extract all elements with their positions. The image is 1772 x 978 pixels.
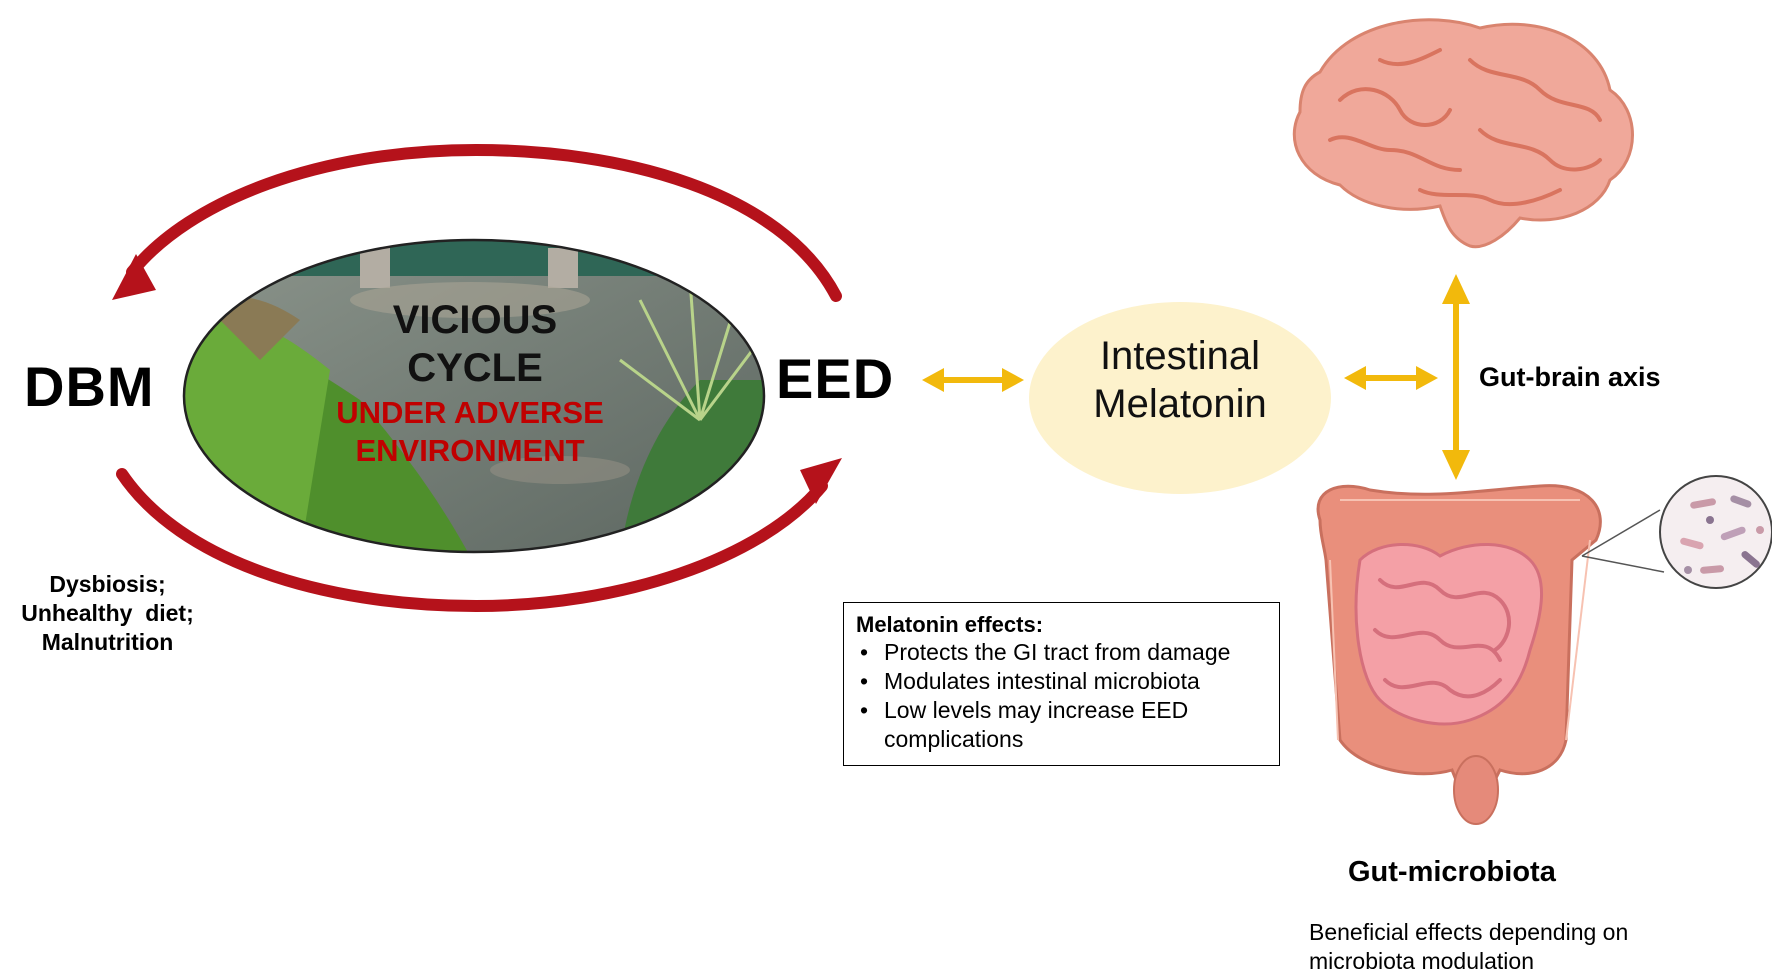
top-cycle-arrow: [126, 143, 842, 302]
dbm-label: DBM: [24, 355, 155, 418]
eed-melatonin-arrowhead-right: [1002, 368, 1024, 392]
eed-melatonin-arrowhead-left: [922, 368, 944, 392]
vicious-cycle-arrows: [112, 143, 842, 613]
intestinal-melatonin-bubble: [1029, 302, 1331, 494]
effect-item: Protects the GI tract from damage: [856, 638, 1267, 667]
cycle-subtitle-line1: UNDER ADVERSE: [336, 395, 604, 430]
gut-brain-arrowhead-up: [1442, 274, 1470, 304]
risk-factor-2: Unhealthy diet;: [21, 600, 194, 626]
brain-icon: [1292, 18, 1634, 249]
effect-item: Modulates intestinal microbiota: [856, 667, 1267, 696]
melatonin-effects-title: Melatonin effects:: [856, 612, 1044, 637]
gut-brain-arrowhead-down: [1442, 450, 1470, 480]
cycle-subtitle: UNDER ADVERSE ENVIRONMENT: [300, 394, 640, 470]
melatonin-effects-box: Melatonin effects: Protects the GI tract…: [843, 602, 1280, 766]
melatonin-label-line2: Melatonin: [1093, 382, 1267, 426]
effect-item: Low levels may increase EED complication…: [856, 696, 1267, 754]
melatonin-axis-arrowhead-right: [1416, 366, 1438, 390]
intestine-icon: [1316, 484, 1602, 825]
risk-factor-1: Dysbiosis;: [49, 571, 166, 597]
melatonin-label-line1: Intestinal: [1099, 334, 1261, 378]
melatonin-effects-list: Protects the GI tract from damage Modula…: [856, 638, 1267, 754]
double-arrows: [922, 274, 1470, 480]
gut-brain-axis-label: Gut-brain axis: [1479, 362, 1661, 392]
cycle-title: VICIOUS CYCLE: [350, 296, 600, 392]
risk-factor-3: Malnutrition: [41, 629, 174, 655]
cycle-title-line1: VICIOUS: [392, 298, 558, 342]
gut-microbiota-title: Gut-microbiota: [1348, 856, 1556, 888]
cycle-subtitle-line2: ENVIRONMENT: [355, 433, 585, 468]
top-cycle-arrowhead: [112, 254, 156, 300]
cycle-title-line2: CYCLE: [407, 346, 543, 390]
risk-factors: Dysbiosis; Unhealthy diet; Malnutrition: [0, 570, 215, 657]
melatonin-label: Intestinal Melatonin: [1050, 332, 1310, 428]
eed-label: EED: [776, 347, 895, 410]
gut-microbiota-subtitle: Beneficial effects depending on microbio…: [1309, 919, 1629, 974]
bottom-cycle-arrow: [116, 468, 828, 613]
microbiota-magnifier-icon: [1581, 475, 1772, 589]
bottom-cycle-arrowhead: [800, 458, 842, 504]
melatonin-axis-arrowhead-left: [1344, 366, 1366, 390]
